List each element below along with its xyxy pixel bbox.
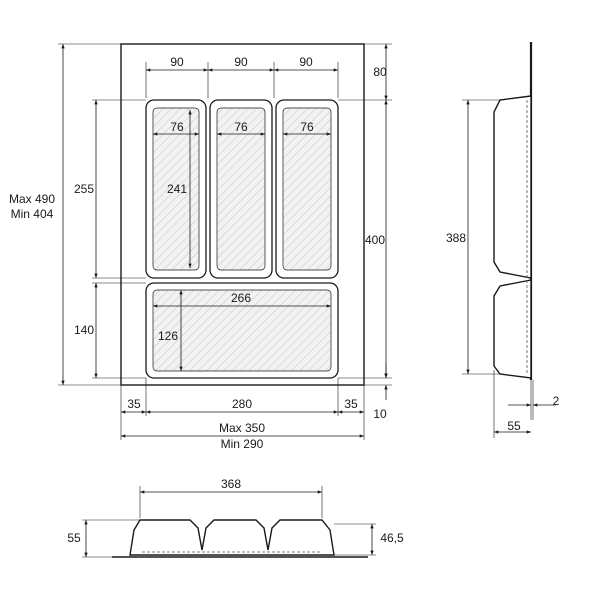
dim-drawer-depth-min: Min 404 (11, 207, 54, 221)
compartment-right (275, 99, 339, 279)
side-view: 388 2 55 (446, 42, 560, 438)
dim-col-outer-1: 90 (170, 55, 184, 69)
dim-bottom-margin: 10 (373, 407, 387, 421)
dim-col-outer-3: 90 (299, 55, 313, 69)
dim-front-width: 368 (221, 477, 241, 491)
dim-side-margin-left: 35 (127, 397, 141, 411)
front-profile (129, 519, 335, 556)
dim-upper-section-height: 255 (74, 182, 94, 196)
dim-col-outer-2: 90 (234, 55, 248, 69)
dim-drawer-width-min: Min 290 (221, 437, 264, 451)
side-profile-lower (493, 279, 532, 379)
front-view: 368 55 46,5 (67, 477, 404, 558)
dim-lower-section-height: 140 (74, 323, 94, 337)
dim-drawer-width-max: Max 350 (219, 421, 265, 435)
dim-top-margin: 80 (373, 65, 387, 79)
dim-lower-inner-width: 266 (231, 291, 251, 305)
compartment-middle (209, 99, 273, 279)
dim-side-length: 388 (446, 231, 466, 245)
dim-lower-inner-height: 126 (158, 329, 178, 343)
top-view: 90 90 90 76 76 76 241 266 126 255 140 Ma… (9, 43, 392, 451)
side-profile-upper (493, 95, 532, 279)
dim-side-depth: 55 (507, 419, 521, 433)
dim-inner-width: 280 (232, 397, 252, 411)
dim-front-total-height: 55 (67, 531, 81, 545)
dim-col-inner-1: 76 (170, 120, 184, 134)
dim-col-inner-2: 76 (234, 120, 248, 134)
dim-side-margin-right: 35 (344, 397, 358, 411)
dim-col-inner-3: 76 (300, 120, 314, 134)
dim-total-height: 400 (365, 233, 385, 247)
dim-inner-cell-height: 241 (167, 182, 187, 196)
dim-front-tray-height: 46,5 (380, 531, 404, 545)
dim-drawer-depth-max: Max 490 (9, 192, 55, 206)
dim-side-thickness: 2 (553, 394, 560, 408)
